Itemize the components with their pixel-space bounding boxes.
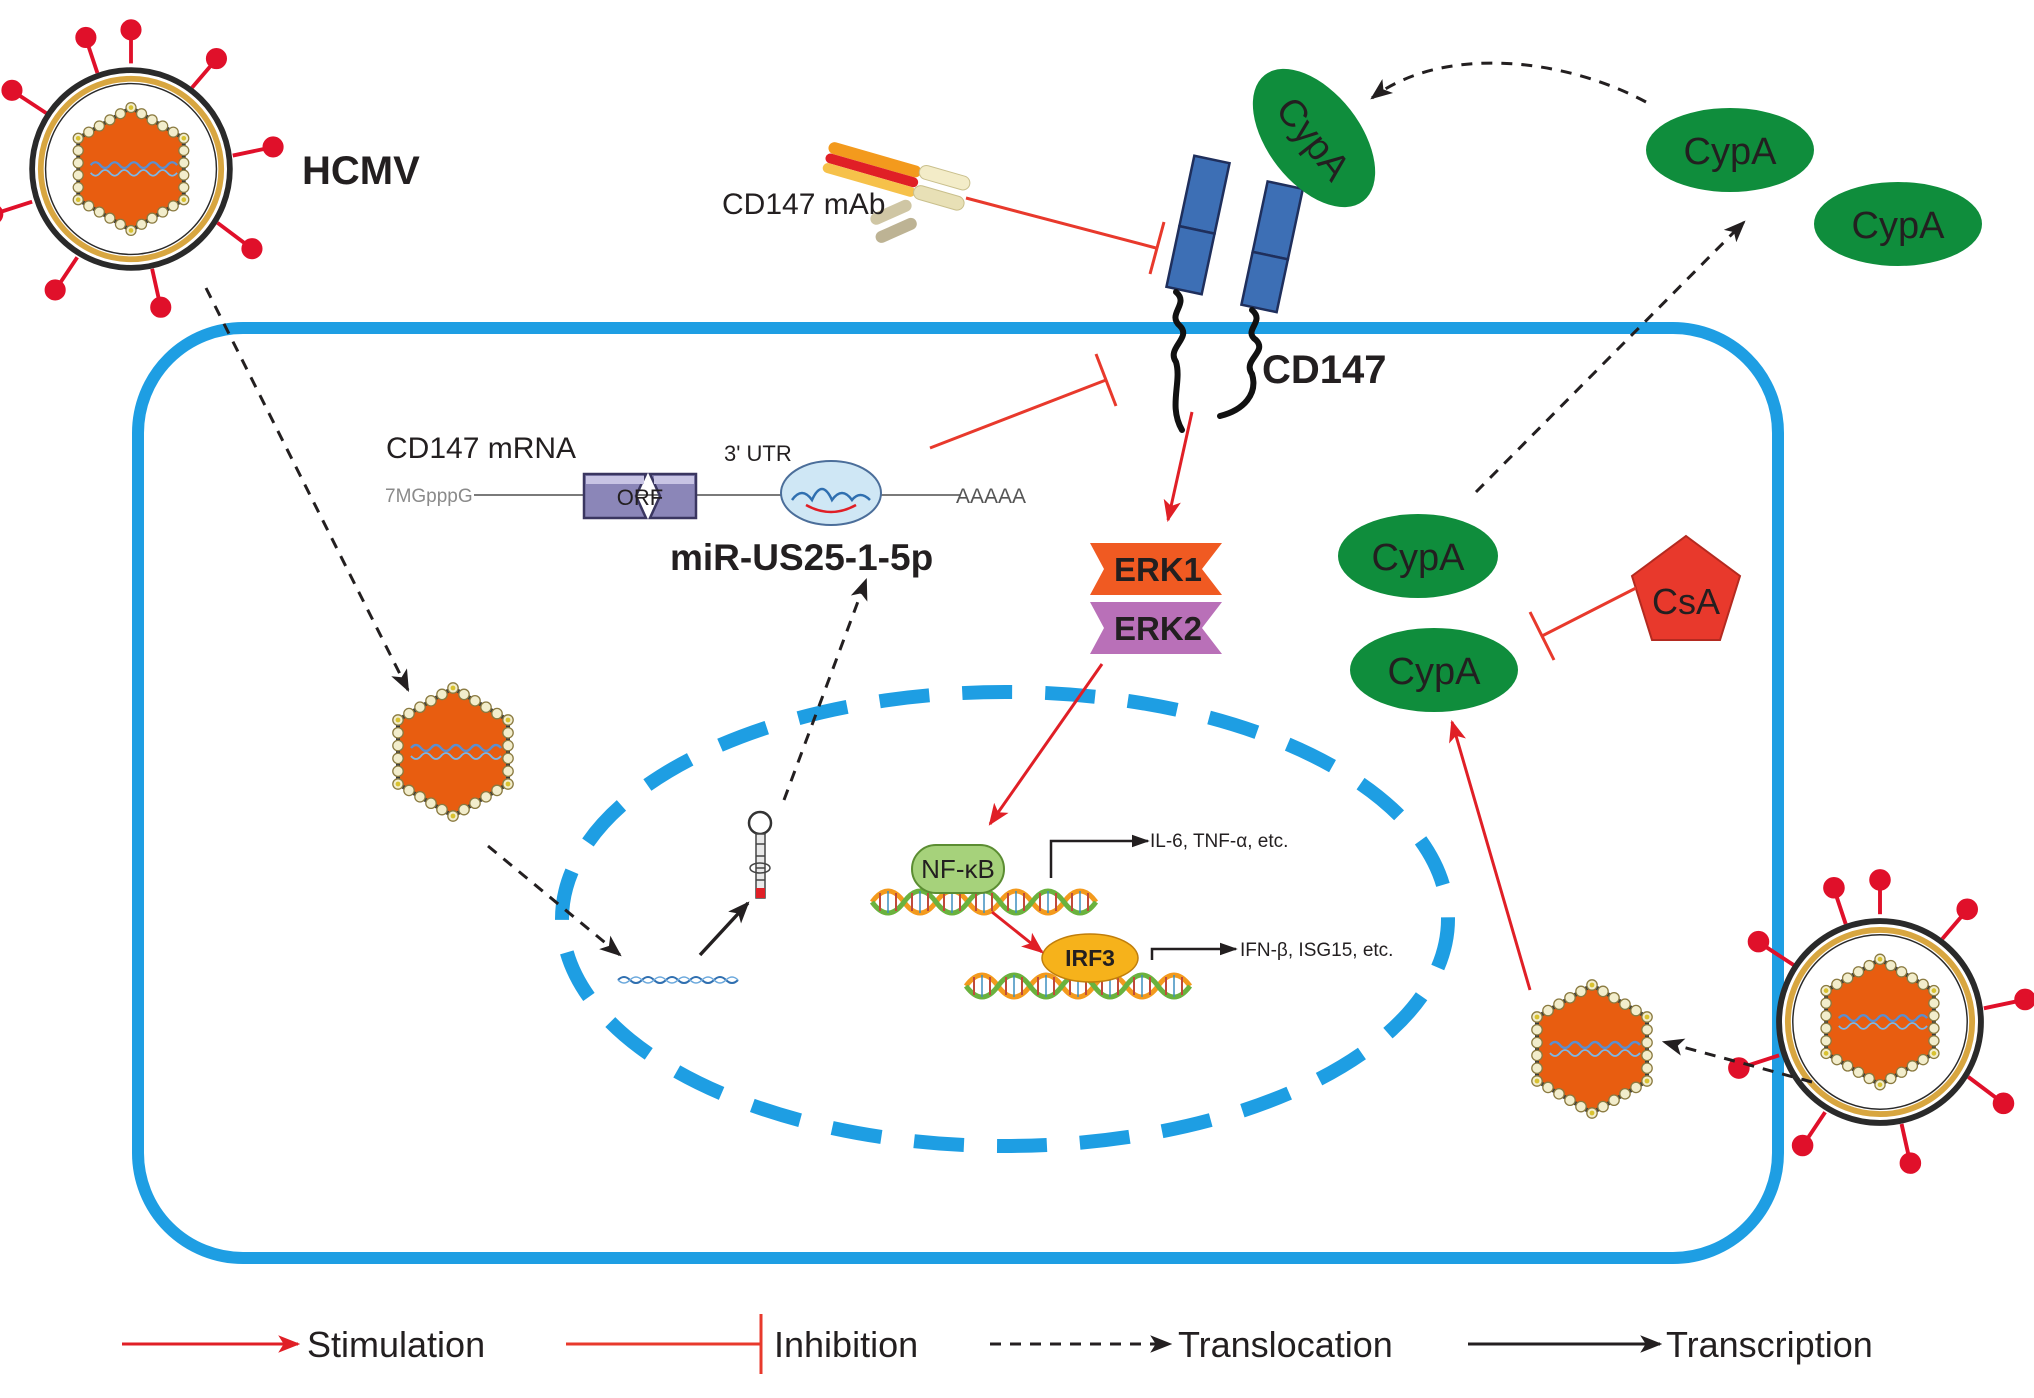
- legend-item-stimulation: Stimulation: [122, 1324, 485, 1365]
- cypa-extracellular-2: CypA: [1814, 182, 1982, 266]
- svg-text:CsA: CsA: [1652, 581, 1720, 622]
- inhibition-csa-to-cypa: [1528, 586, 1637, 661]
- transcription-arrow-viral-dna: [698, 901, 750, 957]
- erk2-label: ERK2: [1114, 610, 1202, 647]
- utr-label: 3' UTR: [724, 441, 792, 466]
- viral-dna-strand: [617, 976, 739, 984]
- legend-label-transcription: Transcription: [1666, 1324, 1873, 1365]
- irf3-protein: [1041, 933, 1139, 983]
- dna-nfkb-promoter: [872, 891, 1096, 913]
- translocation-arrow-virion-to-capsid-right: [1661, 1038, 1813, 1084]
- mirna-binding-oval: [780, 460, 882, 526]
- cd147-antibody-icon: [822, 142, 971, 243]
- stimulation-arrow-erk-to-nfkb: [988, 663, 1104, 826]
- cd147-receptor: [1164, 154, 1305, 433]
- inhibition-mab-to-cd147: [965, 196, 1166, 275]
- hcmv-virion-top-left: [0, 21, 282, 316]
- svg-text:CypA: CypA: [1684, 131, 1778, 173]
- svg-text:CypA: CypA: [1372, 537, 1466, 579]
- cypa-bound: CypA: [1252, 68, 1376, 208]
- irf3-label: IRF3: [1065, 945, 1115, 971]
- orf-box: [582, 472, 698, 520]
- pre-mirna-hairpin: [747, 810, 773, 899]
- translocation-arrow-hairpin-to-mirna: [782, 577, 868, 801]
- nfkb-label: NF-κB: [921, 854, 995, 884]
- legend-label-translocation: Translocation: [1178, 1324, 1393, 1365]
- polya-label: AAAAA: [956, 485, 1026, 508]
- erk1-label: ERK1: [1114, 551, 1202, 588]
- cypa-extracellular-1: CypA: [1646, 108, 1814, 192]
- nfkb-targets-label: IL-6, TNF-α, etc.: [1150, 831, 1288, 852]
- stimulation-arrow-capsid-to-cypa: [1449, 719, 1532, 991]
- mirna-label: miR-US25-1-5p: [670, 537, 933, 578]
- nfkb-protein: [911, 844, 1005, 894]
- hcmv-label: HCMV: [302, 149, 420, 193]
- stimulation-arrow-cd147-to-erk: [1163, 411, 1194, 523]
- legend-label-inhibition: Inhibition: [774, 1324, 918, 1365]
- irf3-transcription-arrow: [1150, 942, 1238, 960]
- capsid-cytoplasm-right: [1529, 977, 1655, 1121]
- svg-text:CypA: CypA: [1852, 205, 1946, 247]
- cd147-mrna-label: CD147 mRNA: [386, 432, 576, 465]
- capsid-cytoplasm-left: [390, 680, 516, 824]
- legend-item-translocation: Translocation: [990, 1324, 1393, 1365]
- cd147-label: CD147: [1262, 348, 1387, 392]
- cypa-intracellular-2: CypA: [1350, 628, 1518, 712]
- erk2-shape: [1090, 602, 1222, 654]
- nucleus-envelope: [555, 685, 1455, 1153]
- legend-item-transcription: Transcription: [1468, 1324, 1873, 1365]
- translocation-arrow-cypa-secretion: [1474, 220, 1746, 494]
- legend: Stimulation Inhibition Translocation Tra…: [122, 1314, 1873, 1374]
- translocation-arrow-cypa-to-receptor: [1370, 61, 1647, 104]
- svg-text:CypA: CypA: [1388, 651, 1482, 693]
- translocation-arrow-virion-to-capsid: [204, 287, 410, 692]
- csa-pentagon: CsA: [1630, 534, 1742, 641]
- translocation-arrow-capsid-to-nucleus: [487, 844, 622, 957]
- inhibition-mirna-to-cd147: [929, 353, 1118, 450]
- irf3-targets-label: IFN-β, ISG15, etc.: [1240, 940, 1393, 961]
- cell-membrane: [132, 322, 1784, 1264]
- mrna-cap-label: 7MGpppG: [385, 486, 473, 507]
- nfkb-transcription-arrow: [1049, 834, 1150, 878]
- stimulation-arrow-nfkb-to-irf3: [991, 910, 1044, 954]
- legend-label-stimulation: Stimulation: [307, 1324, 485, 1365]
- erk1-shape: [1090, 543, 1222, 595]
- cypa-intracellular-1: CypA: [1338, 514, 1498, 598]
- orf-label: ORF: [617, 485, 663, 510]
- legend-item-inhibition: Inhibition: [566, 1314, 918, 1374]
- cd147-mab-label: CD147 mAb: [722, 188, 885, 221]
